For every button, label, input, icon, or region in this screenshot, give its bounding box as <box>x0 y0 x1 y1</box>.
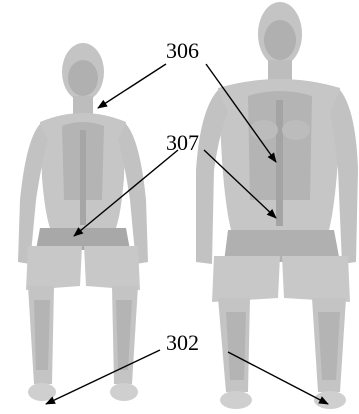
large-seated-figure <box>196 2 358 409</box>
label-302: 302 <box>166 330 199 355</box>
leader-306-left <box>98 64 166 108</box>
label-306: 306 <box>166 38 199 63</box>
small-seated-figure <box>18 43 148 401</box>
label-307: 307 <box>166 130 199 155</box>
leader-302-left <box>46 350 160 404</box>
